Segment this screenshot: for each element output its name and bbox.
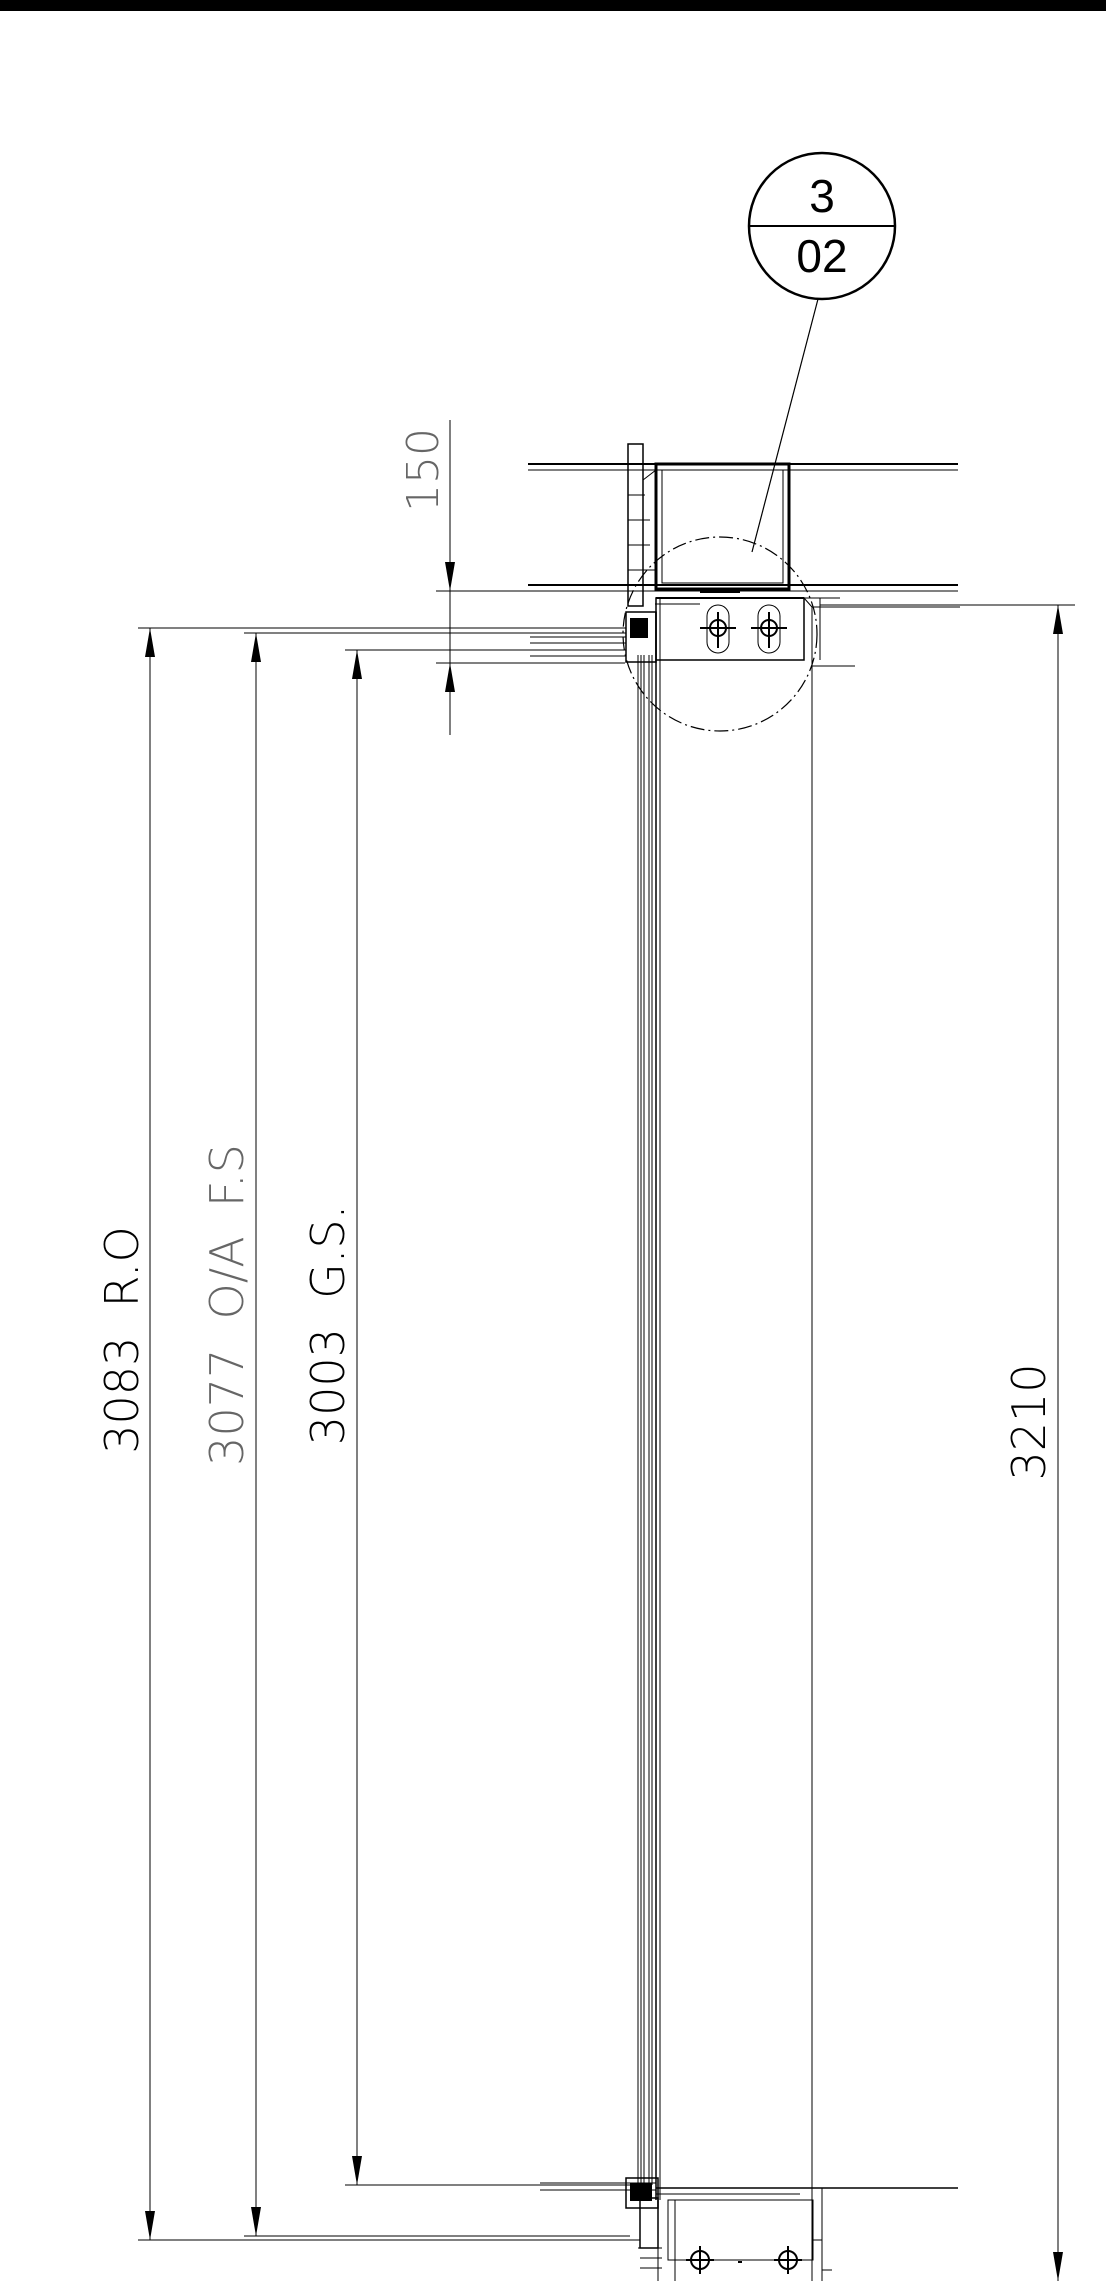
callout-detail-number: 3 bbox=[809, 170, 835, 222]
sheet-border-top bbox=[0, 0, 1106, 11]
dimension-overall-frame: 3077 O/A F.S bbox=[200, 633, 630, 2237]
dim-3077-label: 3077 O/A F.S bbox=[200, 1144, 254, 1466]
detail-callout[interactable]: 3 02 bbox=[747, 151, 897, 553]
glazing-unit bbox=[625, 607, 813, 2200]
dim-150-label: 150 bbox=[398, 428, 449, 512]
head-extension-lines bbox=[138, 604, 1075, 657]
callout-leader bbox=[751, 298, 819, 553]
dim-3083-label: 3083 R.O bbox=[95, 1226, 149, 1453]
dimension-glass-size: 3003 G.S. bbox=[301, 650, 630, 2186]
sill-structure bbox=[540, 2177, 958, 2281]
detail-boundary-circle bbox=[622, 536, 818, 732]
callout-sheet-number: 02 bbox=[796, 230, 847, 282]
dim-3210-label: 3210 bbox=[1002, 1363, 1056, 1480]
dim-3003-label: 3003 G.S. bbox=[301, 1205, 355, 1445]
dimension-head-offset: 150 bbox=[398, 420, 625, 735]
dimension-rough-opening: 3083 R.O bbox=[95, 628, 640, 2241]
dimension-total-height: 3210 bbox=[1002, 605, 1063, 2281]
